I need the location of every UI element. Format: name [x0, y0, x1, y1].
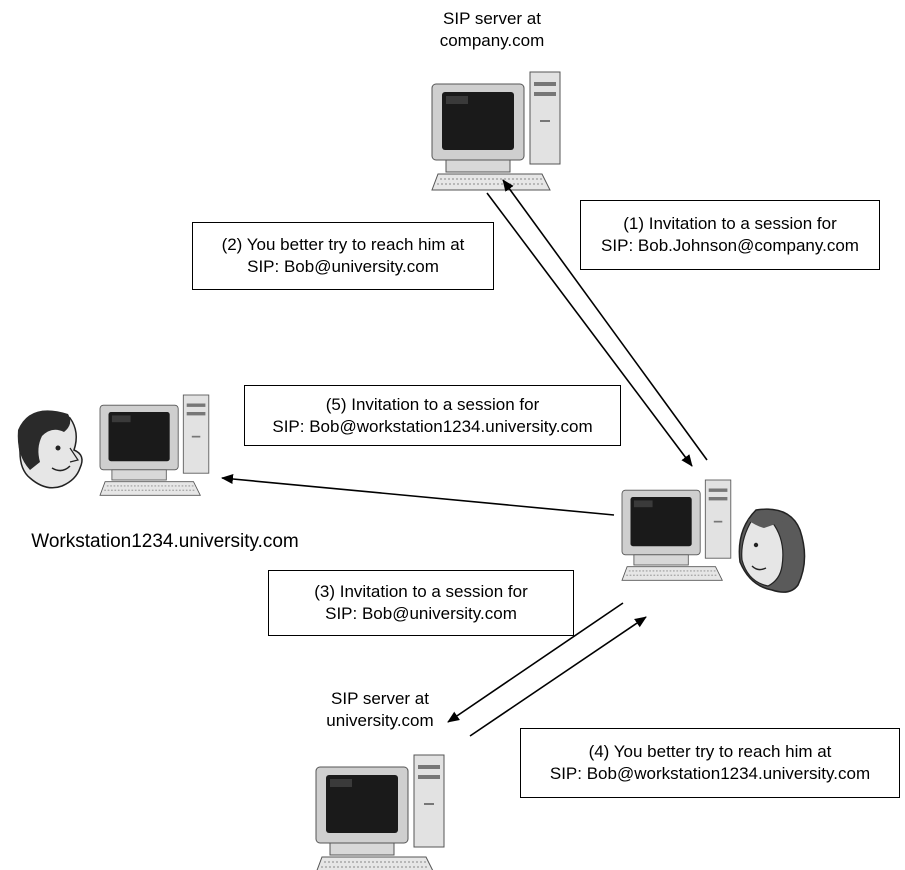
arrow-msg-4 — [469, 616, 647, 737]
message-3-line2: SIP: Bob@university.com — [325, 604, 517, 623]
workstation-label: Workstation1234.university.com — [31, 531, 299, 552]
message-4-line2: SIP: Bob@workstation1234.university.com — [549, 764, 871, 783]
message-box-3: (3) Invitation to a session for SIP: Bob… — [268, 570, 574, 636]
woman-face-icon — [738, 508, 806, 593]
company-server-computer-icon — [431, 71, 561, 191]
message-box-2: (2) You better try to reach him at SIP: … — [192, 222, 494, 290]
message-5-line1: (5) Invitation to a session for — [325, 394, 540, 414]
arrow-msg-5 — [221, 474, 615, 516]
man-face-icon — [17, 410, 83, 489]
message-3-line1: (3) Invitation to a session for — [314, 582, 528, 601]
university-server-label-line2: university.com — [326, 711, 434, 730]
message-2-line1: (2) You better try to reach him at — [221, 235, 465, 254]
message-1-line1: (1) Invitation to a session for — [623, 214, 837, 233]
message-box-4: (4) You better try to reach him at SIP: … — [520, 728, 900, 798]
university-server-label: SIP server at university.com — [300, 688, 460, 732]
message-box-1: (1) Invitation to a session for SIP: Bob… — [580, 200, 880, 270]
workstation-computer-icon — [99, 394, 210, 496]
message-2-line2: SIP: Bob@university.com — [247, 257, 439, 276]
caller-computer-icon — [621, 479, 732, 581]
company-server-label-line2: company.com — [439, 31, 545, 50]
university-server-computer-icon — [315, 754, 445, 870]
message-5-line2: SIP: Bob@workstation1234.university.com — [272, 416, 593, 436]
message-1-line2: SIP: Bob.Johnson@company.com — [601, 236, 859, 255]
university-server-label-line1: SIP server at — [331, 689, 429, 708]
arrow-msg-3 — [447, 602, 624, 723]
message-4-line1: (4) You better try to reach him at — [588, 742, 832, 761]
arrow-msg-1 — [502, 179, 708, 461]
company-server-label: SIP server at company.com — [412, 8, 572, 52]
arrow-msg-2 — [486, 192, 693, 467]
message-box-5: (5) Invitation to a session for SIP: Bob… — [244, 385, 621, 446]
company-server-label-line1: SIP server at — [443, 9, 541, 28]
